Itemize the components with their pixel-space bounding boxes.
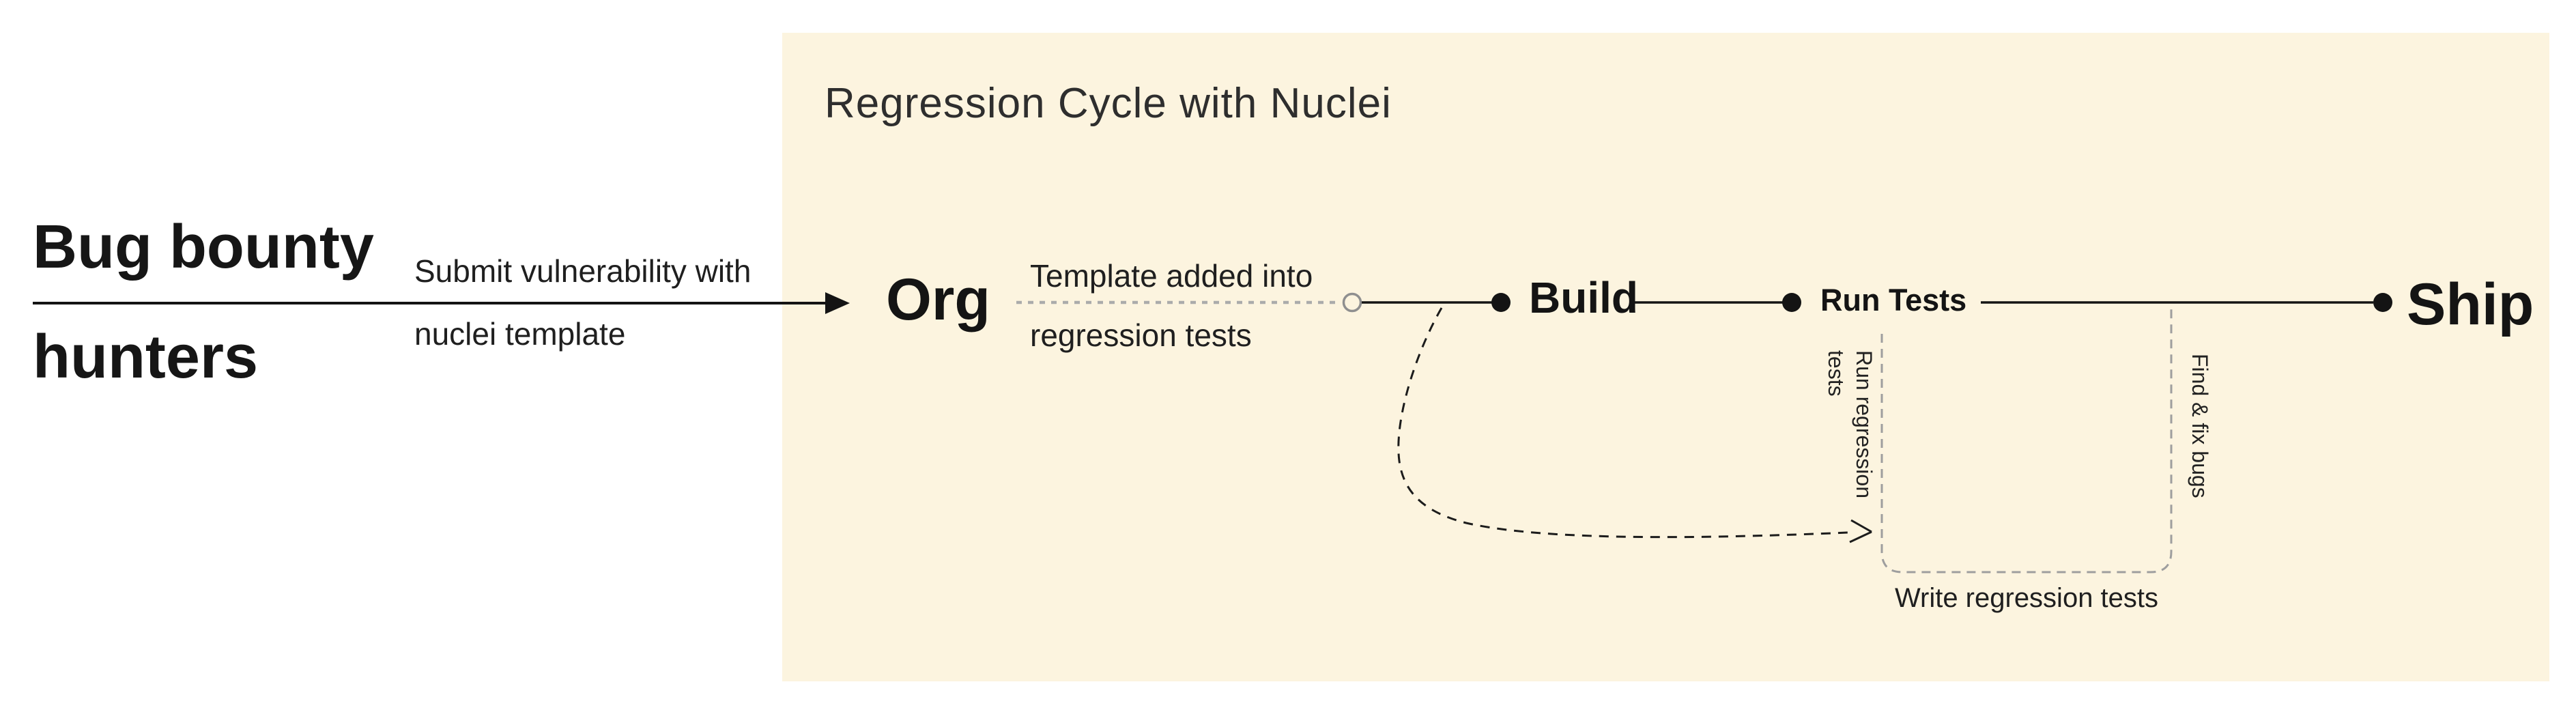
submit-arrow-label-line2: nuclei template	[414, 316, 625, 352]
actor-label-line1: Bug bounty	[33, 213, 374, 281]
submit-arrow	[33, 292, 850, 314]
node-ship: Ship	[2407, 272, 2534, 337]
run-tests-dot-icon	[1782, 293, 1801, 312]
submit-arrowhead-icon	[825, 292, 850, 314]
node-run-tests: Run Tests	[1820, 283, 1966, 317]
run-regression-tests-label: Run regression tests	[1824, 350, 1876, 498]
regression-lane-dashed-bracket	[1880, 309, 2173, 573]
node-org: Org	[886, 267, 990, 332]
build-dot-icon	[1491, 293, 1511, 312]
build-to-regression-curve	[1397, 307, 1872, 543]
actor-label-line2: hunters	[33, 323, 258, 391]
run-regression-label-line2: tests	[1824, 350, 1848, 397]
find-fix-bugs-label: Find & fix bugs	[2188, 354, 2212, 498]
node-build: Build	[1529, 273, 1638, 322]
curve-arrowhead-icon	[1849, 519, 1872, 543]
submit-arrow-label-line1: Submit vulnerability with	[414, 253, 751, 289]
write-regression-tests-label: Write regression tests	[1895, 583, 2158, 613]
template-added-label-line2: regression tests	[1030, 317, 1252, 353]
panel-title: Regression Cycle with Nuclei	[825, 80, 1392, 127]
milestone-open-circle-icon	[1342, 292, 1362, 313]
find-fix-bugs-label-text: Find & fix bugs	[2188, 354, 2212, 498]
ship-dot-icon	[2373, 293, 2392, 312]
panel-background	[782, 33, 2549, 681]
run-regression-label-line1: Run regression	[1852, 350, 1876, 498]
curve-dashed-path	[1397, 307, 1849, 539]
template-added-label-line1: Template added into	[1030, 258, 1313, 294]
